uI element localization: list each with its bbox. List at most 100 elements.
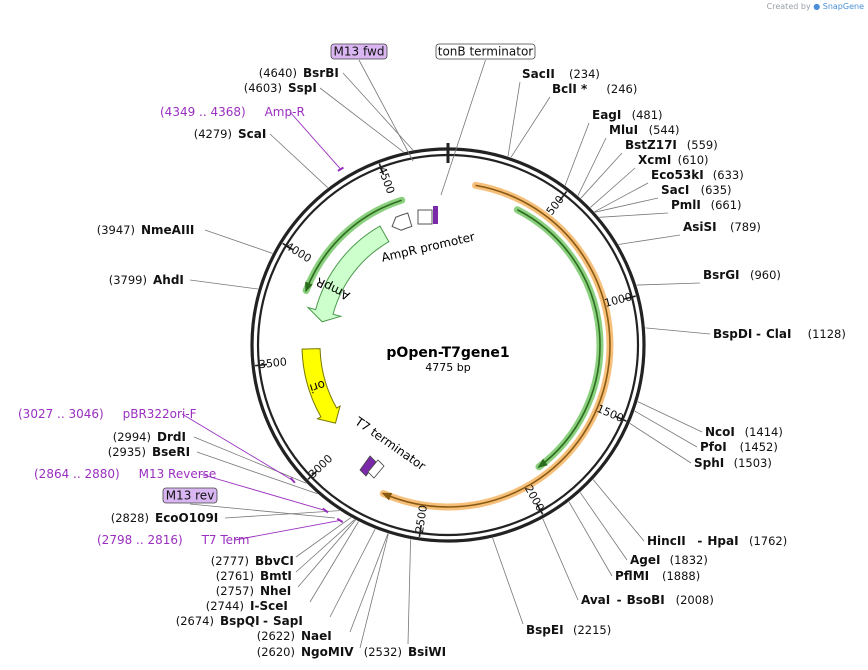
site-name2-bsobi[interactable]: BsoBI: [627, 593, 665, 607]
leader-saci: [594, 197, 659, 213]
leader-bsrgi: [636, 282, 701, 286]
tonb-terminator-mark: [433, 206, 438, 224]
site-name-naei[interactable]: NaeI: [301, 629, 332, 643]
site-name-i-scei[interactable]: I-SceI: [250, 599, 288, 613]
site-dash-hincii: -: [697, 534, 702, 548]
site-coord-bseri: (2935): [108, 445, 146, 459]
leader-ncoi: [637, 401, 703, 433]
site-name-eagi[interactable]: EagI: [592, 108, 621, 122]
site-coord-ncoi: (1414): [745, 425, 783, 439]
site-name-ecoo109i[interactable]: EcoO109I: [155, 511, 218, 525]
boxed-label-m13-rev[interactable]: M13 rev: [166, 489, 215, 503]
site-name2-sapi[interactable]: SapI: [273, 614, 303, 628]
site-name-pflmi[interactable]: PflMI: [615, 569, 649, 583]
leader-nmeaiii: [204, 229, 273, 254]
site-name-sspi[interactable]: SspI: [288, 81, 317, 95]
tick-mark-3000: [307, 470, 318, 480]
site-name-bspqi[interactable]: BspQI: [220, 614, 260, 628]
site-name-sacii[interactable]: SacII: [522, 67, 555, 81]
boxed-label-bg-m13-fwd: [330, 43, 388, 60]
site-coord-sphi: (1503): [734, 456, 772, 470]
primer-coord-amp-r: (4349 .. 4368): [160, 105, 246, 119]
site-name-nmeaiii[interactable]: NmeAIII: [141, 223, 194, 237]
site-name-bmti[interactable]: BmtI: [260, 569, 292, 583]
site-name-sphi[interactable]: SphI: [694, 456, 724, 470]
site-name2-clai[interactable]: ClaI: [766, 327, 791, 341]
site-name-bcli[interactable]: BclI *: [552, 82, 588, 96]
leader-sspi: [319, 87, 404, 153]
primer-name-amp-r[interactable]: Amp-R: [265, 105, 305, 119]
site-coord-sspi: (4603): [244, 81, 282, 95]
site-name2-hpai[interactable]: HpaI: [707, 534, 738, 548]
site-name-pfoi[interactable]: PfoI: [700, 440, 727, 454]
tick-label-2000: 2000: [522, 483, 547, 514]
site-name-avai[interactable]: AvaI: [581, 593, 610, 607]
site-name-bseri[interactable]: BseRI: [152, 445, 190, 459]
site-coord-asisi: (789): [730, 220, 761, 234]
site-name-bsrgi[interactable]: BsrGI: [703, 268, 740, 282]
leader-sphi: [629, 423, 692, 464]
site-name-xcmi[interactable]: XcmI: [638, 153, 671, 167]
boxed-label-bg-m13-rev: [162, 487, 218, 504]
site-name-agei[interactable]: AgeI: [630, 553, 660, 567]
site-name-scai[interactable]: ScaI: [238, 127, 266, 141]
site-coord-naei: (2622): [257, 629, 295, 643]
orf-arc-arrow-2: [381, 492, 393, 501]
feature-ori-arrow: [301, 348, 341, 424]
leader-layer: [181, 59, 711, 649]
site-coord-ngomiv: (2620): [257, 645, 295, 659]
site-name-bspei[interactable]: BspEI: [526, 623, 564, 637]
site-name-bsrbi[interactable]: BsrBI: [303, 66, 339, 80]
primer-name-t7-term[interactable]: T7 Term: [201, 533, 250, 547]
site-coord-avai: (2008): [676, 593, 714, 607]
site-coord-sacii: (234): [569, 67, 600, 81]
site-name-ncoi[interactable]: NcoI: [705, 425, 735, 439]
tick-label-2500: 2500: [413, 504, 430, 534]
site-name-ngomiv[interactable]: NgoMIV: [301, 645, 354, 659]
site-coord-bspqi: (2674): [176, 614, 214, 628]
leader-agei: [579, 492, 628, 561]
site-coord-pflmi: (1888): [662, 569, 700, 583]
leader-xcmi: [590, 167, 636, 208]
site-name-nhei[interactable]: NheI: [260, 584, 291, 598]
site-name-ahdi[interactable]: AhdI: [153, 273, 184, 287]
leader-bspdi: [645, 327, 711, 335]
boxed-leader-m13-rev: [189, 503, 336, 519]
leader-ahdi: [189, 279, 259, 290]
tick-label-3500: 3500: [258, 355, 287, 371]
site-name-eco53ki[interactable]: Eco53kI: [651, 168, 704, 182]
leader-bspei: [492, 537, 524, 625]
boxed-label-m13-fwd[interactable]: M13 fwd: [334, 45, 385, 59]
plasmid-name: pOpen-T7gene1: [386, 345, 509, 361]
site-coord-agei: (1832): [670, 553, 708, 567]
leader-pfoi: [634, 410, 698, 448]
site-name-hincii[interactable]: HincII: [647, 534, 686, 548]
site-coord-mlui: (544): [649, 123, 680, 137]
site-name-pmli[interactable]: PmlI: [671, 198, 701, 212]
site-name-saci[interactable]: SacI: [661, 183, 689, 197]
site-name-asisi[interactable]: AsiSI: [683, 220, 717, 234]
boxed-label-bg-tonb-terminator: [435, 43, 536, 60]
boxed-label-tonb-terminator[interactable]: tonB terminator: [438, 45, 534, 59]
site-name-bbvci[interactable]: BbvCI: [255, 554, 294, 568]
leader-i-scei: [309, 521, 359, 603]
site-name-drdi[interactable]: DrdI: [157, 430, 186, 444]
site-name-mlui[interactable]: MluI: [609, 123, 638, 137]
tick-label-4500: 4500: [375, 165, 397, 196]
site-name-bstz17i[interactable]: BstZ17I: [625, 138, 677, 152]
tick-mark-1500: [615, 415, 627, 422]
site-name-bspdi[interactable]: BspDI: [713, 327, 752, 341]
feature-ampr-promoter-label: AmpR promoter: [380, 230, 476, 265]
site-coord-bcli: (246): [606, 82, 637, 96]
tick-mark-4000: [282, 242, 294, 251]
site-coord-bspei: (2215): [573, 623, 611, 637]
leader-eagi: [564, 122, 590, 186]
leader-bbvci: [295, 517, 352, 558]
tick-mark-2500: [418, 524, 422, 537]
site-name-bsiwi[interactable]: BsiWI: [408, 645, 446, 659]
primer-name-pbr322ori-f[interactable]: pBR322ori-F: [123, 407, 197, 421]
primer-mark-m13-reverse: [322, 507, 329, 514]
primer-name-m13-reverse[interactable]: M13 Reverse: [139, 467, 217, 481]
tick-mark-3500: [255, 363, 268, 367]
